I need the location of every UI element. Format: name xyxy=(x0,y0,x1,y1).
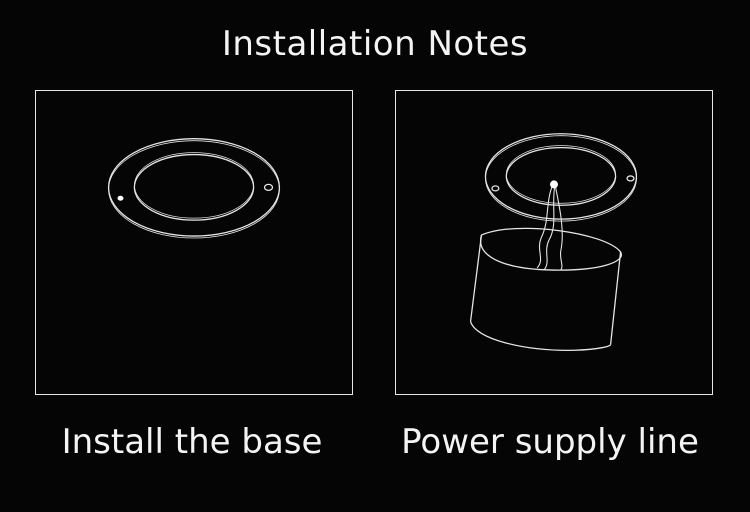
screw-hole-right xyxy=(263,183,274,191)
top-screw-hole-right xyxy=(626,175,635,182)
base-ring-illustration xyxy=(107,138,281,239)
panel-install-base xyxy=(35,90,353,395)
wire-1 xyxy=(536,184,554,269)
top-ring-outer xyxy=(484,133,638,220)
page-title: Installation Notes xyxy=(221,24,529,64)
power-line-illustration xyxy=(469,133,638,351)
cable-entry-point xyxy=(550,180,558,189)
caption-install-base: Install the base xyxy=(61,422,323,462)
cylinder-right-side xyxy=(609,251,622,345)
top-ring-inner xyxy=(505,146,617,206)
cylinder-bottom xyxy=(469,321,612,351)
cylinder-left-side xyxy=(469,234,483,322)
base-ring-inner xyxy=(133,153,255,221)
top-ring-inner-edge xyxy=(505,145,616,204)
wire-2 xyxy=(543,184,556,271)
cylinder-top xyxy=(479,227,622,271)
screw-hole-left xyxy=(117,195,124,201)
top-ring-outer-edge xyxy=(485,135,637,222)
base-ring-inner-edge xyxy=(133,152,255,219)
panel-power-supply xyxy=(395,90,713,395)
caption-power-supply: Power supply line xyxy=(401,422,699,462)
wire-3 xyxy=(554,184,563,271)
base-ring-outer-edge xyxy=(108,140,280,239)
top-screw-hole-left xyxy=(491,185,500,192)
